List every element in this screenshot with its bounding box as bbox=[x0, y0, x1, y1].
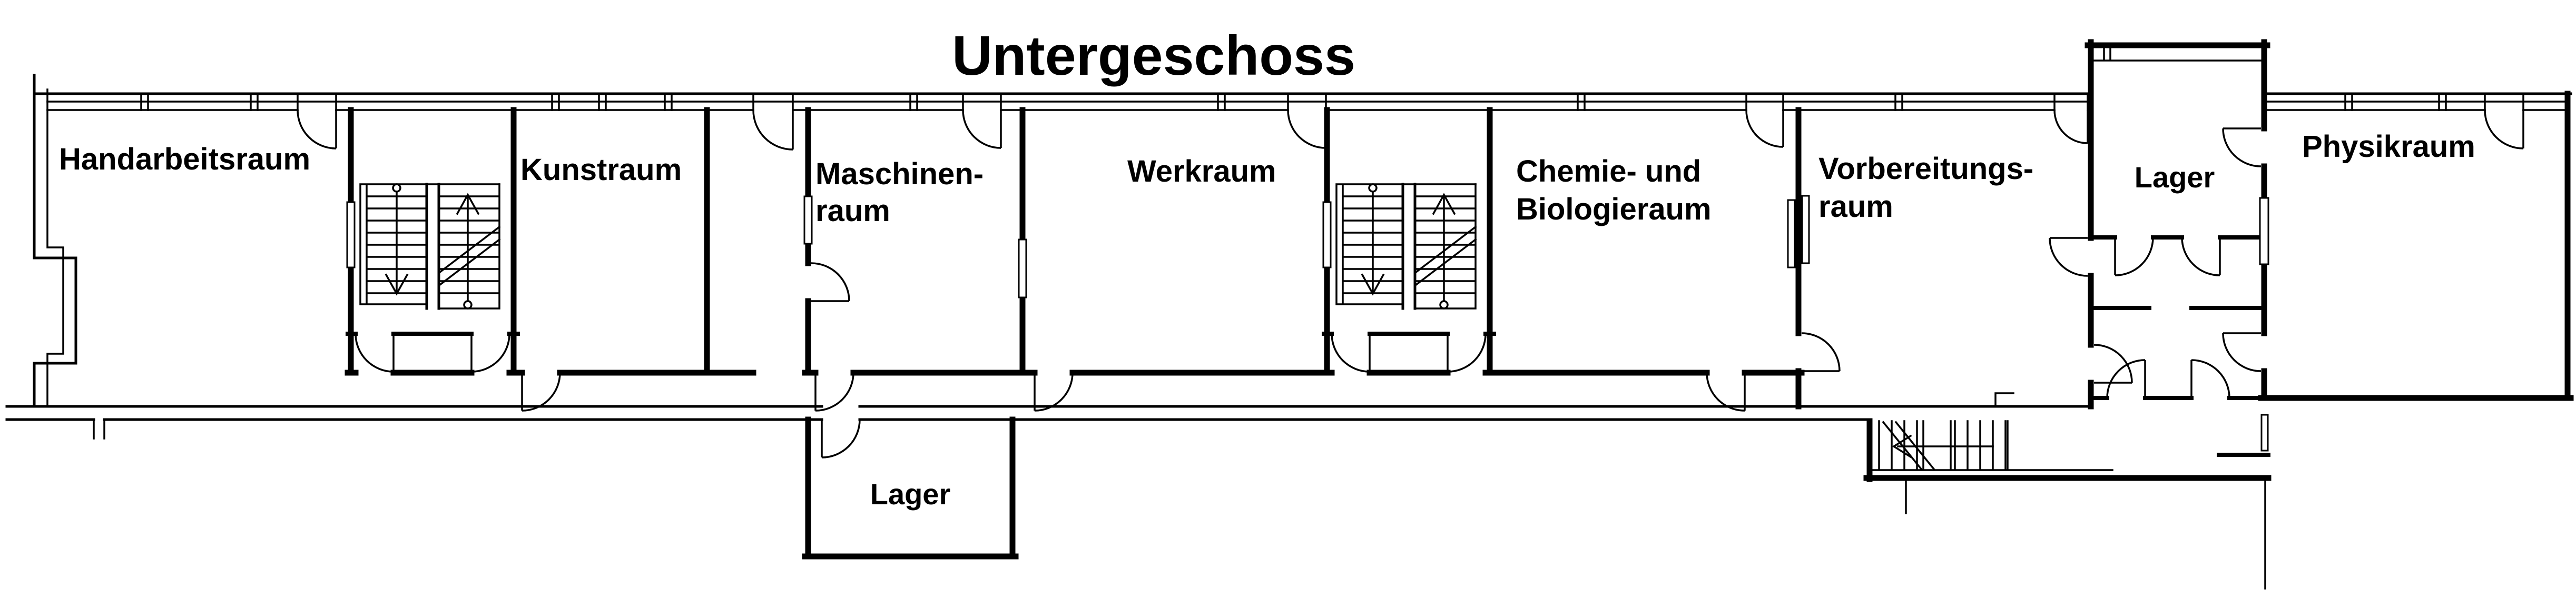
stair-direction-arrow-icon bbox=[1892, 434, 1994, 459]
window bbox=[2260, 414, 2269, 452]
label-kunstraum: Kunstraum bbox=[520, 153, 682, 187]
door-arc bbox=[470, 333, 510, 373]
window bbox=[346, 201, 356, 268]
door-arc bbox=[1331, 333, 1371, 373]
doors bbox=[297, 109, 2524, 459]
stair-down-arrow-icon bbox=[1361, 183, 1385, 296]
label-vorbereitung-line2: raum bbox=[1818, 190, 1893, 224]
window bbox=[1322, 201, 1332, 268]
door-arc bbox=[821, 419, 861, 459]
label-lager-mitte: Lager bbox=[2135, 161, 2215, 194]
door-arc bbox=[2093, 344, 2133, 384]
door-arc bbox=[1287, 109, 1327, 149]
label-vorbereitung-line1: Vorbereitungs- bbox=[1818, 152, 2033, 186]
stair-break-line bbox=[438, 225, 501, 286]
page-title: Untergeschoss bbox=[952, 25, 1355, 87]
door-arc bbox=[2484, 109, 2524, 150]
label-lager-unten: Lager bbox=[870, 477, 951, 511]
west-wall bbox=[33, 74, 77, 408]
door-arc bbox=[355, 333, 395, 373]
north-wall bbox=[33, 92, 2572, 111]
label-maschinenraum-line1: Maschinen- bbox=[815, 157, 984, 191]
window bbox=[1801, 195, 1810, 264]
door-arc bbox=[1801, 332, 1841, 372]
door-arc bbox=[2106, 359, 2146, 398]
label-chemie-line1: Chemie- und bbox=[1516, 154, 1701, 188]
label-physikraum: Physikraum bbox=[2302, 129, 2475, 164]
door-arc bbox=[1745, 109, 1784, 148]
stair-up-arrow-icon bbox=[456, 193, 480, 310]
stairwell-west bbox=[346, 183, 520, 373]
door-arc bbox=[2181, 237, 2221, 276]
window bbox=[1787, 199, 1796, 268]
room-labels: Handarbeitsraum Kunstraum Maschinen- rau… bbox=[59, 129, 2475, 511]
window bbox=[1018, 238, 1027, 298]
door-arc bbox=[2222, 332, 2262, 372]
door-arc bbox=[2222, 127, 2262, 167]
door-arc bbox=[1034, 372, 1074, 412]
door-arc bbox=[814, 372, 854, 412]
stair-up-arrow-icon bbox=[1432, 193, 1456, 310]
door-jamb-ticks bbox=[297, 93, 2524, 111]
label-maschinenraum-line2: raum bbox=[815, 194, 890, 228]
window-mullion-ticks bbox=[140, 93, 2447, 111]
lager-unten-structure bbox=[802, 416, 1019, 560]
door-arc bbox=[521, 372, 561, 412]
door-arc bbox=[752, 109, 794, 151]
windows bbox=[346, 195, 2269, 452]
label-chemie-line2: Biologieraum bbox=[1516, 192, 1712, 226]
label-handarbeitsraum: Handarbeitsraum bbox=[59, 142, 310, 176]
door-arc bbox=[2049, 237, 2088, 277]
door-arc bbox=[811, 262, 850, 302]
partition-walls bbox=[348, 39, 2267, 410]
door-arc bbox=[2053, 109, 2089, 144]
door-arc bbox=[2190, 359, 2230, 398]
stair-break-line bbox=[1414, 225, 1477, 286]
label-werkraum: Werkraum bbox=[1127, 154, 1276, 188]
exterior-stair bbox=[1863, 418, 2272, 590]
door-arc bbox=[962, 109, 1002, 149]
lager-strip-structure bbox=[2085, 42, 2270, 400]
door-arc bbox=[1447, 333, 1487, 373]
south-walls bbox=[5, 392, 2574, 440]
door-arc bbox=[1706, 372, 1746, 412]
stairwell-east bbox=[1322, 183, 1496, 373]
window bbox=[803, 195, 813, 245]
window bbox=[2259, 197, 2269, 265]
door-arc bbox=[2114, 237, 2154, 276]
stair-down-arrow-icon bbox=[385, 183, 409, 296]
door-arc bbox=[297, 109, 337, 150]
